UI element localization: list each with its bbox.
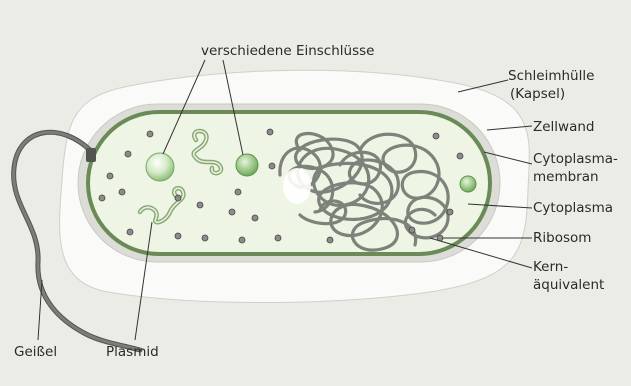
ribosome [202, 235, 208, 241]
ribosome [175, 233, 181, 239]
ribosome [119, 189, 125, 195]
ribosome [125, 151, 131, 157]
ribosome [127, 229, 133, 235]
label-capsule-2: (Kapsel) [510, 86, 565, 102]
ribosome [229, 209, 235, 215]
label-membrane-1: Cytoplasma- [533, 151, 618, 167]
ribosome [457, 153, 463, 159]
ribosome [197, 202, 203, 208]
ribosome [239, 237, 245, 243]
label-flagellum: Geißel [14, 344, 57, 360]
ribosome [433, 133, 439, 139]
ribosome [235, 189, 241, 195]
label-cell-wall: Zellwand [533, 119, 595, 135]
ribosome [107, 173, 113, 179]
inclusion-small [460, 176, 476, 192]
label-inclusions: verschiedene Einschlüsse [201, 43, 374, 59]
label-nucleoid-1: Kern- [533, 259, 568, 275]
inclusion-medium [236, 154, 258, 176]
ribosome [327, 237, 333, 243]
label-ribosome: Ribosom [533, 230, 591, 246]
inclusion-large [146, 153, 174, 181]
label-plasmid: Plasmid [106, 344, 159, 360]
ribosome [275, 235, 281, 241]
ribosome [147, 131, 153, 137]
ribosome [409, 227, 415, 233]
ribosome [175, 195, 181, 201]
label-nucleoid-2: äquivalent [533, 277, 604, 293]
ribosome [267, 129, 273, 135]
nucleoid-gap [283, 168, 311, 204]
ribosome [99, 195, 105, 201]
flagellum-hook [86, 148, 96, 162]
label-membrane-2: membran [533, 169, 599, 185]
label-cytoplasm: Cytoplasma [533, 200, 613, 216]
ribosome [447, 209, 453, 215]
ribosome [252, 215, 258, 221]
ribosome [269, 163, 275, 169]
label-capsule-1: Schleimhülle [508, 68, 594, 84]
